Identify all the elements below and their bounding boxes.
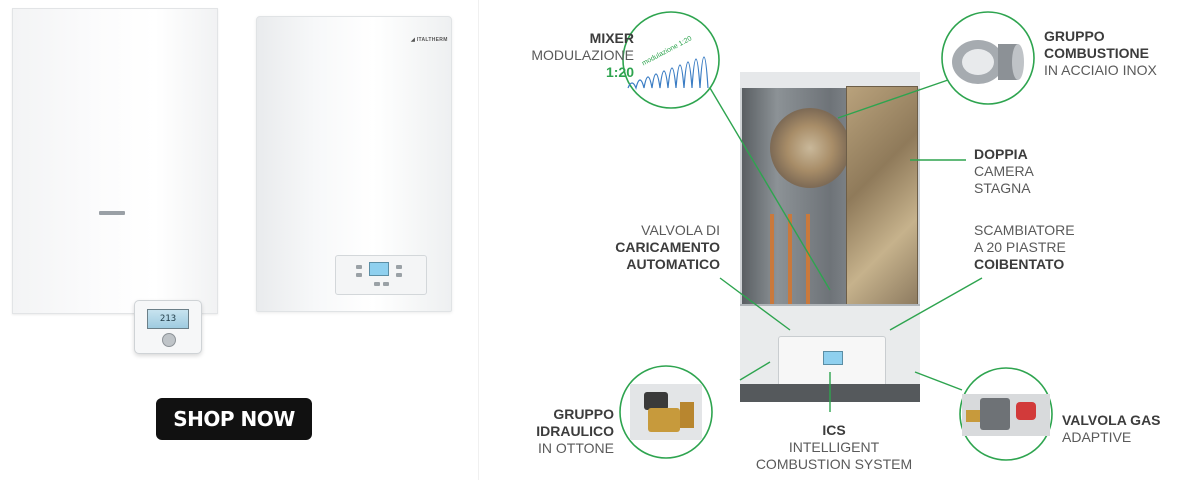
shop-now-button[interactable]: SHOP NOW [156,398,312,440]
caricamento-title2: AUTOMATICO [626,256,720,272]
thermostat-image: 213 [134,300,202,354]
idraulico-line1: IN OTTONE [538,440,614,456]
ics-line2: COMBUSTION SYSTEM [755,456,913,472]
caricamento-title1: CARICAMENTO [615,239,720,255]
scambiatore-line2: A 20 PIASTRE [974,239,1066,255]
gas-label: VALVOLA GAS ADAPTIVE [1062,412,1192,446]
caricamento-label: VALVOLA DI CARICAMENTO AUTOMATICO [560,222,720,273]
combustione-label: GRUPPO COMBUSTIONE IN ACCIAIO INOX [1044,28,1194,79]
brand-logo [99,211,125,215]
scambiatore-title: COIBENTATO [974,256,1065,272]
control-panel [335,255,427,295]
mixer-title: MIXER [589,30,634,46]
mixer-ratio: 1:20 [605,64,634,80]
control-box [778,336,886,388]
idraulico-title1: GRUPPO [553,406,614,422]
gas-leader-line [914,371,963,391]
control-panel-display [369,262,389,276]
boiler-side-image: ◢ ITALTHERM [256,16,452,312]
gas-line1: ADAPTIVE [1062,429,1132,445]
doppia-line2: STAGNA [974,180,1031,196]
gas-title: VALVOLA GAS [1062,412,1161,428]
scambiatore-line1: SCAMBIATORE [974,222,1075,238]
gas-detail-circle [959,367,1053,461]
idraulico-detail-circle [619,365,713,459]
boiler-front-image [12,8,218,314]
doppia-title: DOPPIA [974,146,1028,162]
fan-assembly [770,108,850,188]
combustione-line1: IN ACCIAIO INOX [1044,62,1157,78]
mixer-label: MIXER MODULAZIONE 1:20 [488,30,634,81]
mixer-line1: MODULAZIONE [531,47,634,63]
thermostat-knob [162,333,176,347]
idraulico-label: GRUPPO IDRAULICO IN OTTONE [500,406,614,457]
brand-logo: ◢ ITALTHERM [411,37,448,43]
scambiatore-label: SCAMBIATORE A 20 PIASTRE COIBENTATO [974,222,1114,273]
combustion-chamber [846,86,918,306]
ics-label: ICS INTELLIGENT COMBUSTION SYSTEM [744,422,924,473]
thermostat-display: 213 [147,309,189,329]
doppia-label: DOPPIA CAMERA STAGNA [974,146,1094,197]
boiler-cutaway-image [740,72,920,402]
mixer-badge: modulazione 1:20 [641,35,693,67]
caricamento-line1: VALVOLA DI [641,222,720,238]
doppia-line1: CAMERA [974,163,1034,179]
combustione-title2: COMBUSTIONE [1044,45,1149,61]
ics-line1: INTELLIGENT [788,439,880,455]
combustione-title1: GRUPPO [1044,28,1105,44]
divider [478,0,479,480]
combustione-detail-circle [941,11,1035,105]
mixer-detail-circle: modulazione 1:20 [622,11,720,109]
idraulico-title2: IDRAULICO [536,423,614,439]
pipes [762,214,822,314]
ics-title: ICS [822,422,846,438]
